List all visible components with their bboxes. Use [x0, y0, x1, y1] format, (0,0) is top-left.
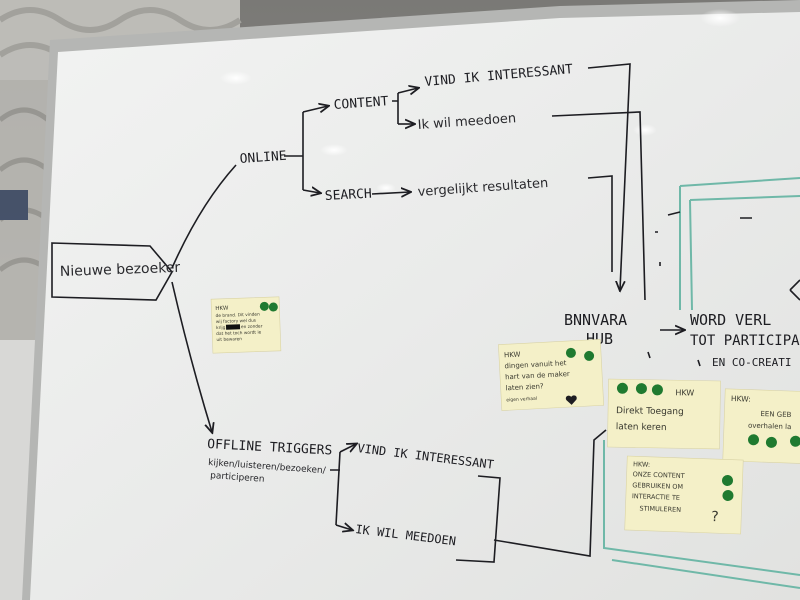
edge-content-interessant — [397, 88, 418, 93]
heart-icon — [565, 395, 577, 405]
note2-line4: laten zien? — [505, 382, 544, 392]
hub-line1: BNNVARA — [564, 311, 627, 329]
content-split — [392, 93, 399, 124]
sticky-note-4: HKW: EEN GEB overhalen la — [722, 388, 800, 465]
note2-line2: dingen vanuit het — [504, 359, 567, 370]
sticky-dot — [584, 350, 595, 361]
whiteboard-surface — [30, 12, 800, 600]
edge-offline-merge — [455, 429, 607, 563]
note1-line6: uit bewaren — [216, 336, 242, 343]
sticky-note-3: HKW Direkt Toegang laten keren — [607, 378, 721, 450]
note3-line3: laten keren — [616, 422, 667, 433]
sticky-dot — [635, 383, 647, 395]
sticky-dot — [616, 382, 628, 394]
sticky-dot — [268, 302, 278, 312]
note4-line3: overhalen la — [748, 422, 792, 432]
start-node-shape — [51, 242, 173, 301]
sticky-note-5: HKW: ONZE CONTENT GEBRUIKEN OM INTERACTI… — [624, 455, 744, 535]
edge-to-hub — [587, 63, 631, 290]
note1-line5: dat het toch wordt ie — [216, 329, 262, 337]
edge-online-content — [302, 106, 328, 112]
sticky-dot — [765, 436, 777, 448]
note3-line2: Direkt Toegang — [616, 406, 684, 417]
note4-line1: HKW: — [731, 394, 751, 404]
offline-triggers-label: OFFLINE TRIGGERS — [207, 437, 333, 459]
sticky-note-1: HKW de brand. Dit vinden wij factory wel… — [210, 296, 282, 354]
sticky-dot — [259, 301, 269, 311]
note2-line5: eigen verhaal — [506, 396, 537, 404]
note1-line1: HKW — [215, 306, 229, 312]
note5-line3: GEBRUIKEN OM — [632, 481, 683, 491]
note3-line1: HKW — [675, 388, 694, 397]
note2-line1: HKW — [504, 351, 521, 360]
start-node-label: Nieuwe bezoeker — [60, 260, 181, 280]
note4-line2: EEN GEB — [760, 410, 791, 419]
note1-line3: wij factory wel dus — [216, 318, 257, 325]
note5-line1: HKW: — [633, 460, 650, 469]
word-line2: TOT PARTICIPA — [690, 333, 800, 349]
teal-box-top — [679, 177, 800, 311]
ik-wil-meedoen-top: Ik wil meedoen — [417, 111, 516, 133]
sticky-dot — [565, 347, 576, 358]
sticky-note-2: HKW dingen vanuit het hart van de maker … — [498, 339, 605, 411]
sticky-dot — [789, 435, 800, 447]
sticky-dot — [748, 434, 760, 446]
edge-start-online — [171, 164, 237, 269]
search-label: SEARCH — [324, 187, 372, 204]
note1-line2: de brand. Dit vinden — [216, 312, 261, 320]
edge-online-search — [302, 190, 320, 193]
edge-offline-meedoen — [335, 525, 352, 530]
note5-line5: STIMULEREN — [639, 504, 681, 513]
note2-line3: hart van de maker — [505, 370, 570, 381]
online-label: ONLINE — [239, 149, 287, 167]
online-split — [284, 112, 304, 190]
teal-box-bottom — [603, 440, 800, 589]
note5-line6: ? — [711, 509, 719, 525]
offline-sub-2: participeren — [210, 471, 265, 485]
edge-meedoen-to-hub — [551, 111, 646, 301]
sticky-dot — [651, 384, 663, 396]
note5-line4: INTERACTIE TE — [632, 492, 680, 502]
edge-search-vergelijkt — [371, 192, 410, 194]
edge-vergelijkt-to-hub — [587, 175, 613, 272]
word-line3: EN CO-CREATI — [712, 356, 791, 369]
edge-offline-interessant — [339, 444, 356, 453]
word-line1: WORD VERL — [690, 311, 771, 329]
edge-start-offline — [171, 281, 212, 432]
sticky-dot — [721, 475, 733, 487]
sticky-dot — [722, 490, 734, 502]
content-label: CONTENT — [333, 94, 389, 113]
offline-split — [330, 451, 341, 526]
note5-line2: ONZE CONTENT — [633, 470, 685, 480]
